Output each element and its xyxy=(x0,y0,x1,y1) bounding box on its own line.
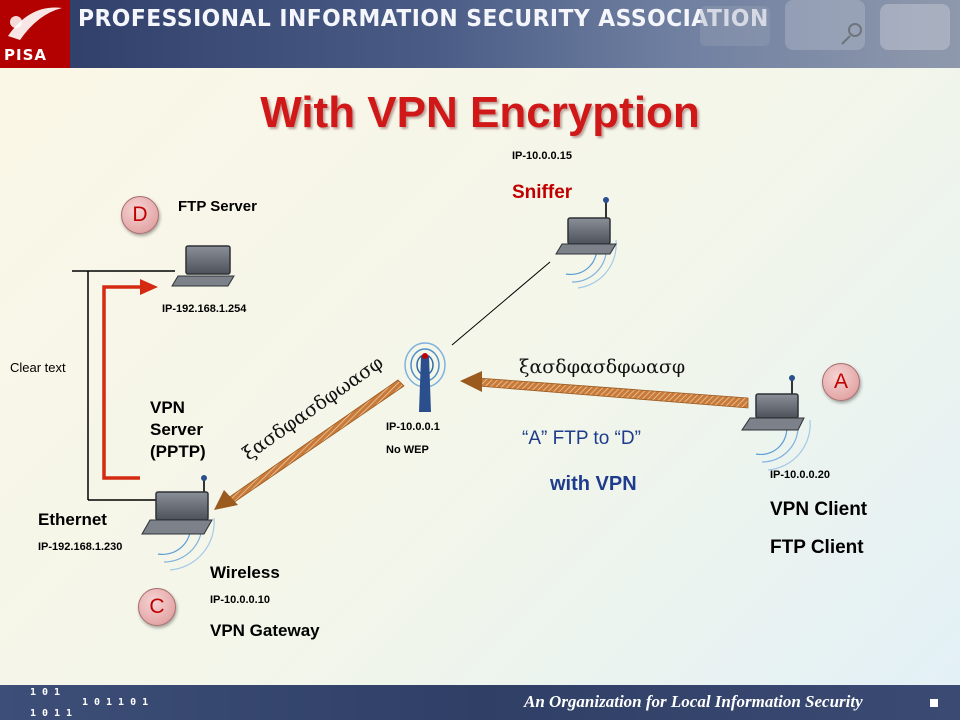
badge-d: D xyxy=(121,196,159,234)
logo-swoosh-icon xyxy=(8,7,62,40)
ftp-server-ip: IP-192.168.1.254 xyxy=(162,303,247,315)
slide-title: With VPN Encryption xyxy=(260,88,700,137)
ethernet-label: Ethernet xyxy=(38,510,107,529)
ftp-server-laptop-icon xyxy=(171,245,235,287)
clear-text-label: Clear text xyxy=(10,360,66,375)
footer-square-icon xyxy=(930,699,938,707)
footer-tagline: An Organization for Local Information Se… xyxy=(524,692,863,711)
badge-c: C xyxy=(138,588,176,626)
ftp-client-role: FTP Client xyxy=(770,537,864,558)
encrypted-arrow-ap-to-gateway xyxy=(214,379,405,510)
vpn-gateway-role: VPN Gateway xyxy=(210,621,320,640)
encrypted-arrow-client-to-ap xyxy=(460,371,749,409)
wireless-ip: IP-10.0.0.10 xyxy=(210,594,270,606)
access-point-ip: IP-10.0.0.1 xyxy=(386,421,440,433)
sniffer-ip: IP-10.0.0.15 xyxy=(512,150,572,162)
pisa-logo: PISA xyxy=(0,0,70,68)
sniffer-laptop-icon xyxy=(555,197,617,289)
ftp-server-label: FTP Server xyxy=(178,198,257,215)
vpn-client-role: VPN Client xyxy=(770,499,868,520)
footer-bits-1: 101 xyxy=(30,687,67,698)
clear-text-arrow xyxy=(102,279,158,480)
header-banner: PISA PROFESSIONAL INFORMATION SECURITY A… xyxy=(0,0,960,68)
footer-bits-2: 101101 xyxy=(82,697,155,708)
footer-banner: 101 101101 1011 An Organization for Loca… xyxy=(0,685,960,720)
header-keyboard-graphic xyxy=(700,0,950,50)
access-point-note: No WEP xyxy=(386,444,429,456)
badge-a: A xyxy=(822,363,860,401)
organization-name: PROFESSIONAL INFORMATION SECURITY ASSOCI… xyxy=(78,6,769,32)
sniffer-link xyxy=(451,261,551,346)
ethernet-wiring xyxy=(72,270,175,501)
footer-bits-3: 1011 xyxy=(30,708,79,719)
cipher-text-right: ξασδφασδφωασφ xyxy=(519,356,686,378)
wireless-label: Wireless xyxy=(210,563,280,582)
ethernet-ip: IP-192.168.1.230 xyxy=(38,541,123,553)
flow-label: “A” FTP to “D” xyxy=(522,428,641,449)
with-vpn-label: with VPN xyxy=(550,473,637,495)
vpn-server-label-line1: VPN xyxy=(150,398,185,417)
vpn-server-label-line2: Server xyxy=(150,420,203,439)
access-point-icon xyxy=(404,342,446,412)
vpn-gateway-laptop-icon xyxy=(141,475,215,571)
vpn-server-label-line3: (PPTP) xyxy=(150,442,206,461)
vpn-client-laptop-icon xyxy=(741,375,811,471)
sniffer-label: Sniffer xyxy=(512,182,573,203)
logo-text: PISA xyxy=(4,46,47,64)
vpn-client-ip: IP-10.0.0.20 xyxy=(770,469,830,481)
